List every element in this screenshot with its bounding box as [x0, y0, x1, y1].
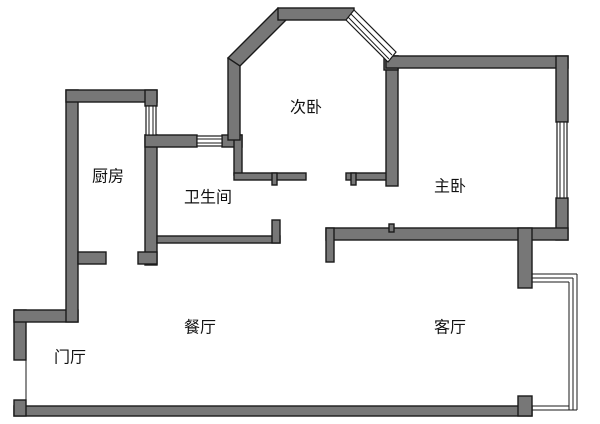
wall-kitchen-stub-right	[137, 251, 158, 265]
wall-bath-right	[233, 134, 243, 176]
wall-master-right-upper	[555, 55, 569, 123]
room-label-bathroom: 卫生间	[184, 188, 232, 207]
room-label-living-room: 客厅	[434, 318, 466, 337]
wall-second-bottom-tick	[271, 172, 278, 186]
wall-kitchen-left	[65, 89, 79, 323]
second-bedroom-window	[345, 9, 397, 63]
kitchen-window	[145, 105, 157, 136]
wall-master-bottom-tick	[388, 223, 395, 233]
wall-second-left	[227, 57, 241, 141]
room-label-second-bedroom: 次卧	[290, 98, 322, 117]
master-bedroom-window	[556, 121, 568, 199]
wall-bath-bottom-stub	[271, 219, 281, 244]
wall-second-bottom-tick2	[350, 172, 357, 186]
wall-bath-top-left	[144, 134, 198, 148]
wall-kitchen-stub-left	[77, 251, 107, 265]
wall-bath-bottom	[156, 235, 281, 244]
room-label-master-bedroom: 主卧	[434, 177, 466, 196]
wall-second-bottom-left	[233, 172, 307, 181]
wall-second-top	[277, 7, 355, 21]
walls	[13, 7, 569, 417]
bathroom-window	[196, 135, 223, 147]
wall-master-bottom-stub	[325, 227, 335, 263]
living-room-bay-window	[532, 273, 578, 411]
wall-kitchen-top	[65, 89, 158, 103]
wall-bottom	[13, 405, 533, 417]
room-labels: 次卧 厨房 卫生间 主卧 餐厅 客厅 门厅	[54, 98, 466, 367]
wall-second-right	[385, 55, 399, 187]
room-label-foyer: 门厅	[54, 348, 86, 367]
wall-living-right-bottom	[517, 395, 533, 417]
wall-master-top	[385, 55, 569, 69]
wall-foyer-left-stub	[13, 399, 27, 417]
wall-kitchen-right-lower	[144, 134, 158, 266]
room-label-dining-room: 餐厅	[184, 318, 216, 337]
wall-living-right	[517, 227, 533, 289]
windows	[25, 9, 578, 411]
room-label-kitchen: 厨房	[92, 167, 124, 186]
wall-kitchen-right-upper	[144, 89, 158, 107]
